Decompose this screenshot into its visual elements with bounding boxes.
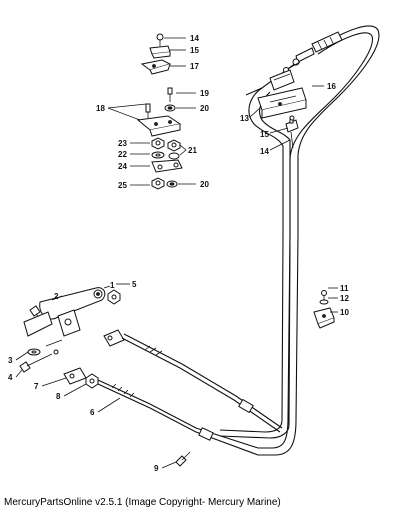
callout-14-top: 14 (190, 34, 199, 43)
callout-8: 8 (56, 392, 61, 401)
callout-15-top: 15 (190, 46, 199, 55)
cable-rods (63, 329, 283, 456)
callout-12: 12 (340, 294, 349, 303)
anchor-bracket (257, 87, 307, 119)
callout-21: 21 (188, 146, 197, 155)
right-clamp-assembly (313, 290, 335, 329)
callout-23: 23 (118, 139, 127, 148)
callout-11: 11 (340, 284, 349, 293)
copyright-caption: MercuryPartsOnline v2.5.1 (Image Copyrig… (4, 497, 281, 508)
leader-lines (15, 37, 338, 469)
callout-numbers: 14 15 17 19 20 18 23 22 21 24 25 20 16 1… (8, 34, 349, 473)
callout-18: 18 (96, 104, 105, 113)
callout-6: 6 (90, 408, 95, 417)
callout-1: 1 (110, 281, 115, 290)
callout-17: 17 (190, 62, 199, 71)
clip-and-screw-right (285, 115, 299, 149)
callout-5: 5 (132, 280, 137, 289)
callout-7: 7 (34, 382, 39, 391)
callout-25: 25 (118, 181, 127, 190)
callout-19: 19 (200, 89, 209, 98)
lever-assembly (19, 287, 121, 373)
hardware-stack (136, 33, 183, 190)
callout-3: 3 (8, 356, 13, 365)
screw-9 (175, 451, 191, 467)
callout-13: 13 (240, 114, 249, 123)
callout-22: 22 (118, 150, 127, 159)
callout-24: 24 (118, 162, 127, 171)
callout-4: 4 (8, 373, 13, 382)
cable-end-upper (269, 31, 343, 91)
callout-16: 16 (327, 82, 336, 91)
callout-15-right: 15 (260, 130, 269, 139)
callout-20-lower: 20 (200, 180, 209, 189)
callout-2: 2 (54, 292, 59, 301)
callout-14-right: 14 (260, 147, 269, 156)
callout-9: 9 (154, 464, 159, 473)
callout-20-upper: 20 (200, 104, 209, 113)
callout-10: 10 (340, 308, 349, 317)
